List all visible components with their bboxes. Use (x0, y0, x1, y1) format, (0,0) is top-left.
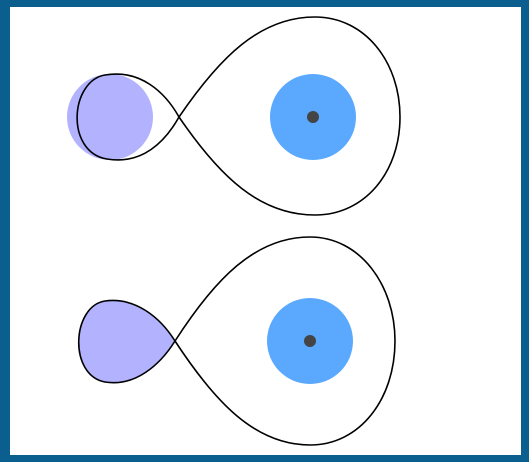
center-dot-bottom (304, 335, 316, 347)
donor-star-top (67, 74, 153, 160)
donor-star-bottom-filled-lobe (79, 300, 175, 382)
panel-bottom (79, 237, 395, 445)
roche-lobe-diagram (10, 7, 521, 455)
panel-top (67, 17, 400, 215)
diagram-canvas (10, 7, 521, 455)
center-dot-top (307, 111, 319, 123)
